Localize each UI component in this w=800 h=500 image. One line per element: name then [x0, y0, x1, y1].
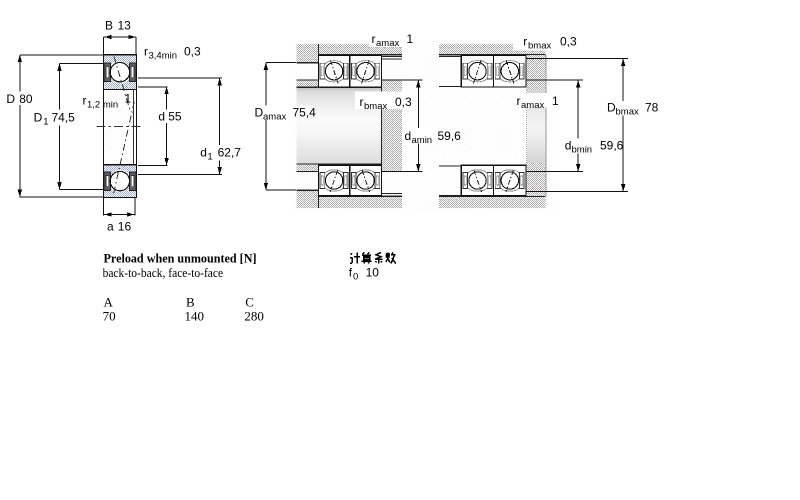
- svg-text:Preload when unmounted [N]: Preload when unmounted [N]: [104, 251, 257, 266]
- svg-text:0,3: 0,3: [184, 45, 201, 59]
- svg-text:amax: amax: [376, 38, 399, 49]
- svg-text:0: 0: [353, 272, 358, 283]
- svg-text:D: D: [255, 105, 264, 119]
- svg-text:amax: amax: [263, 111, 286, 122]
- svg-text:55: 55: [168, 110, 182, 124]
- svg-text:74,5: 74,5: [52, 111, 76, 125]
- svg-text:0,3: 0,3: [395, 95, 412, 109]
- svg-text:80: 80: [19, 92, 33, 106]
- svg-text:75,4: 75,4: [293, 105, 317, 119]
- svg-text:amax: amax: [521, 100, 544, 111]
- svg-text:10: 10: [366, 266, 380, 280]
- svg-text:f: f: [349, 266, 353, 280]
- svg-text:1,2 min: 1,2 min: [87, 100, 118, 111]
- svg-text:59,6: 59,6: [600, 139, 624, 153]
- svg-text:bmax: bmax: [364, 101, 387, 112]
- svg-text:1: 1: [407, 32, 414, 46]
- svg-text:r: r: [144, 45, 148, 59]
- svg-text:D: D: [6, 92, 15, 106]
- svg-text:d: d: [405, 129, 412, 143]
- svg-text:r: r: [83, 94, 87, 108]
- svg-text:62,7: 62,7: [218, 146, 242, 160]
- svg-text:C: C: [245, 294, 254, 309]
- svg-text:d: d: [158, 110, 165, 124]
- svg-text:13: 13: [118, 19, 132, 33]
- svg-text:D: D: [34, 111, 43, 125]
- svg-text:d: d: [200, 146, 207, 160]
- svg-text:0,3: 0,3: [560, 35, 577, 49]
- svg-text:1: 1: [552, 94, 559, 108]
- svg-text:70: 70: [103, 309, 116, 324]
- svg-text:d: d: [565, 139, 572, 153]
- svg-text:bmin: bmin: [572, 145, 593, 156]
- svg-text:amin: amin: [412, 135, 433, 146]
- svg-text:1: 1: [125, 92, 132, 106]
- svg-text:A: A: [104, 294, 114, 309]
- svg-text:r: r: [360, 95, 364, 109]
- svg-text:78: 78: [645, 100, 659, 114]
- svg-text:280: 280: [244, 309, 264, 324]
- svg-text:r: r: [523, 35, 527, 49]
- svg-text:r: r: [517, 94, 521, 108]
- svg-text:bmax: bmax: [528, 41, 551, 52]
- svg-text:1: 1: [43, 117, 48, 128]
- svg-text:a: a: [107, 220, 114, 234]
- svg-text:16: 16: [118, 220, 132, 234]
- svg-text:bmax: bmax: [616, 106, 639, 117]
- svg-text:B: B: [105, 19, 113, 33]
- svg-text:r: r: [372, 32, 376, 46]
- svg-text:B: B: [186, 294, 195, 309]
- svg-text:59,6: 59,6: [438, 129, 462, 143]
- svg-text:1: 1: [207, 152, 212, 163]
- svg-text:140: 140: [185, 309, 205, 324]
- svg-text:D: D: [607, 100, 616, 114]
- svg-text:3,4min: 3,4min: [149, 51, 178, 62]
- svg-text:back-to-back, face-to-face: back-to-back, face-to-face: [103, 265, 224, 280]
